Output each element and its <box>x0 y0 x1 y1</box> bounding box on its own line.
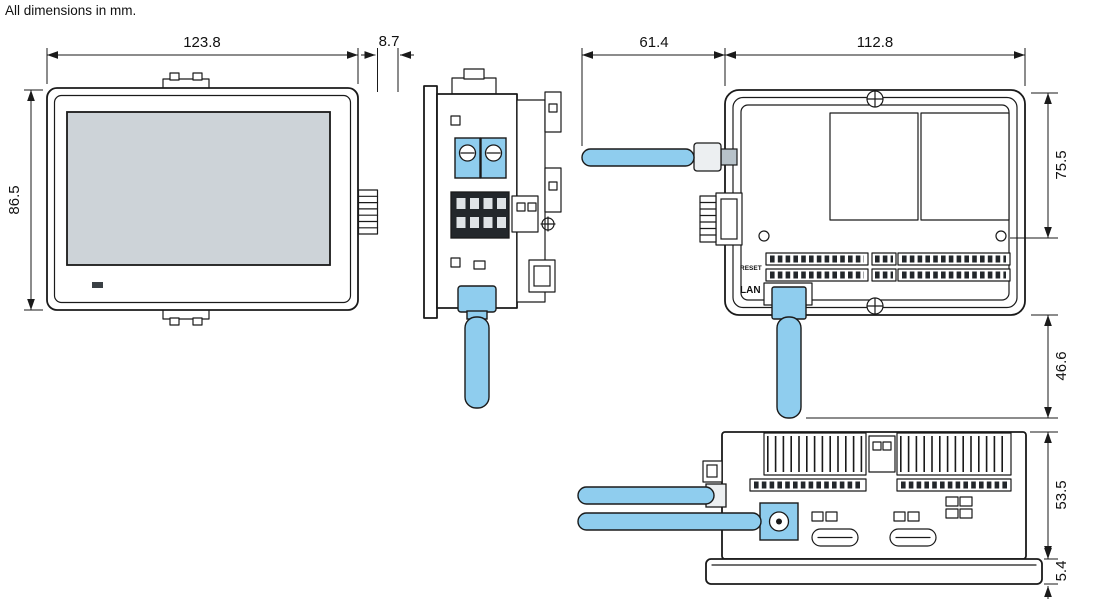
reset-label: RESET <box>740 265 762 272</box>
top-screw <box>866 90 884 108</box>
aux-connector <box>511 195 539 233</box>
din-latch <box>528 259 556 293</box>
terminal-comb-left <box>763 432 867 476</box>
lan-port-and-cable <box>763 282 813 419</box>
io-terminal-block <box>450 191 510 239</box>
ground-symbol <box>540 216 556 232</box>
rear-cover-right <box>920 112 1010 221</box>
lan-plug <box>771 286 807 320</box>
power-port <box>759 502 799 541</box>
bottom-front-flange <box>705 558 1043 585</box>
side-view <box>423 68 562 409</box>
power-terminal-screws <box>454 137 507 179</box>
clip-screw-hole <box>907 511 920 522</box>
front-top-tab-tooth <box>192 72 203 81</box>
dim-front-width: 123.8 <box>183 34 221 51</box>
dim-rear-upper-height: 75.5 <box>1053 150 1070 179</box>
vent-slot <box>959 508 973 519</box>
side-front-flange <box>423 85 438 319</box>
bottom-pin-rows <box>749 478 1012 492</box>
dim-bottom-clearance: 46.6 <box>1053 351 1070 380</box>
front-view <box>46 72 379 326</box>
dim-front-height: 86.5 <box>6 185 23 214</box>
vent-slot <box>945 508 959 519</box>
side-hole <box>473 260 486 270</box>
dim-body-width: 112.8 <box>857 34 893 51</box>
din-clip-right <box>889 528 937 547</box>
lan-label: LAN <box>740 285 761 296</box>
front-bottom-tab-tooth <box>169 317 180 326</box>
dim-flange-depth: 8.7 <box>379 33 400 50</box>
mount-hole-left <box>758 230 770 242</box>
vent-slot <box>959 496 973 507</box>
rear-view: RESET LAN <box>581 89 1026 419</box>
terminal-comb-right <box>896 432 1012 476</box>
clip-screw-hole <box>893 511 906 522</box>
usb-cable <box>581 142 738 172</box>
lan-cable <box>776 316 802 419</box>
side-hole <box>450 257 461 268</box>
rear-tab-mid-hole <box>548 181 558 191</box>
units-note: All dimensions in mm. <box>5 3 136 18</box>
dim-body-depth: 53.5 <box>1053 480 1070 509</box>
side-connector-fins <box>357 189 379 235</box>
side-vent-hole <box>450 115 461 126</box>
clip-screw-hole <box>811 511 824 522</box>
terminal-pin-strips <box>765 252 1011 282</box>
dim-side-clearance: 61.4 <box>639 34 668 51</box>
mounting-clamp-screw <box>463 68 485 80</box>
rear-cover-left <box>829 112 919 221</box>
clip-screw-hole <box>825 511 838 522</box>
bottom-side-connector <box>702 460 723 483</box>
side-lan-cable <box>457 285 497 409</box>
bottom-screw <box>866 297 884 315</box>
vent-slot <box>945 496 959 507</box>
front-bottom-tab-tooth <box>192 317 203 326</box>
rear-tab-top-hole <box>548 103 558 113</box>
status-led <box>92 282 103 288</box>
mounting-clamp <box>451 77 497 95</box>
front-top-tab-tooth <box>169 72 180 81</box>
bottom-side-connector-slot <box>706 464 718 478</box>
bottom-cable-b <box>577 512 762 531</box>
touch-screen <box>66 111 331 266</box>
center-connector <box>868 435 896 473</box>
rear-serial-connector <box>699 192 743 246</box>
din-clip-left <box>811 528 859 547</box>
bottom-cable-a <box>577 486 715 505</box>
mount-hole-right <box>995 230 1007 242</box>
bottom-view <box>577 431 1043 585</box>
dimension-annotations: 123.8 8.7 86.5 61.4 112.8 75.5 46.6 <box>6 33 1070 599</box>
dim-flange-thickness: 5.4 <box>1053 561 1070 582</box>
